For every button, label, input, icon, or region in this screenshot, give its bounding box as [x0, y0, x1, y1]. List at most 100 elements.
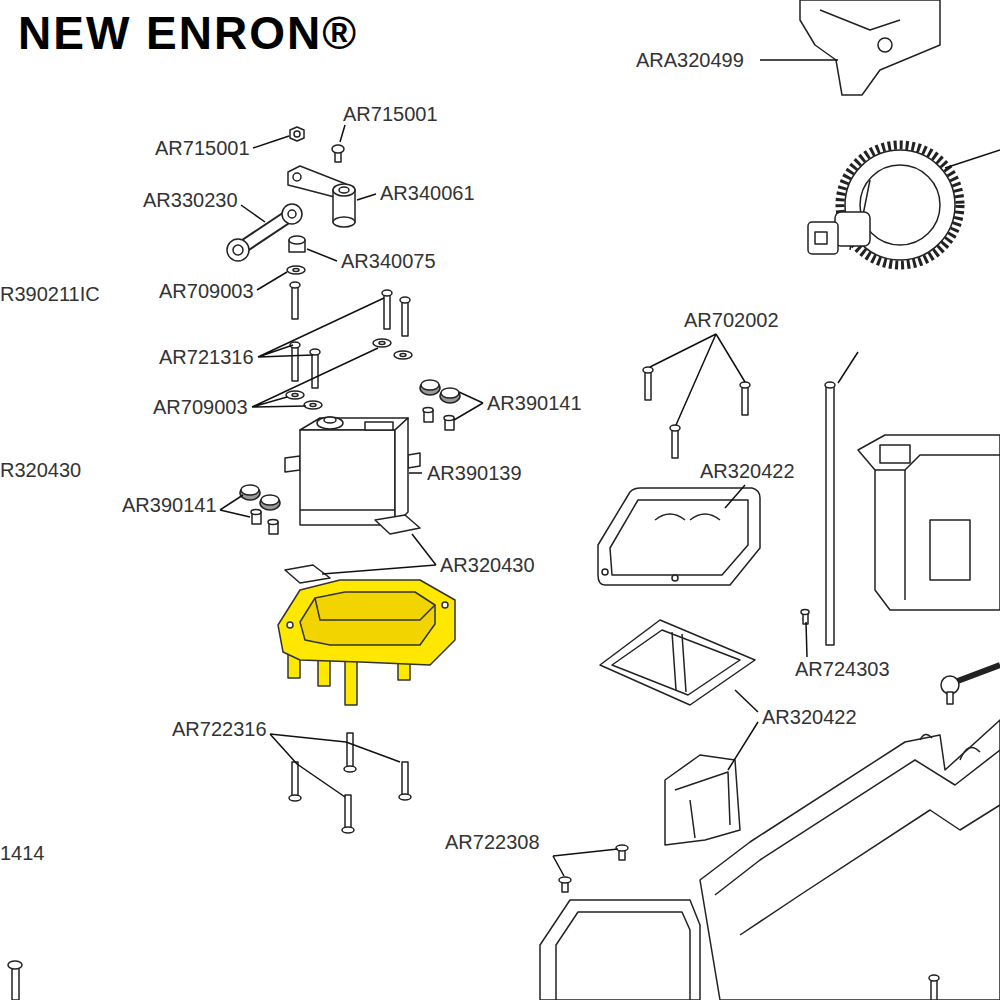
mount-screws-shape — [347, 733, 353, 769]
mount-screws-shape — [402, 762, 408, 797]
rubber-grommets-shape — [241, 485, 259, 495]
servo-screws-shape — [310, 404, 316, 407]
servo-screws-shape — [402, 300, 408, 336]
leader-lines-shape — [340, 125, 345, 142]
leader-lines-shape — [220, 495, 250, 517]
bulkhead-shape — [820, 10, 900, 30]
leader-lines-shape — [553, 849, 618, 876]
servo-screws-shape — [292, 285, 298, 319]
servo-screws-shape — [310, 349, 320, 355]
servo-horn-parts-shape — [290, 127, 304, 141]
servo-horn-parts-shape — [333, 217, 355, 227]
electronics-box-shape — [556, 912, 690, 1000]
receiver-box-shape — [672, 632, 686, 692]
part-number: R320430 — [0, 458, 81, 482]
battery-holder-shape — [880, 445, 910, 463]
receiver-box-shape — [675, 772, 730, 838]
leader-lines-shape — [409, 472, 422, 474]
part-number: AR340061 — [380, 181, 475, 205]
servo-shape — [408, 453, 420, 468]
servo-screws-shape — [382, 290, 392, 296]
battery-holder-shape — [858, 435, 1000, 610]
servo-shape — [365, 422, 393, 430]
servo-horn-parts-shape — [333, 184, 355, 196]
mount-screws-shape — [289, 795, 301, 801]
electronics-box — [540, 845, 700, 1000]
receiver-box-shape — [670, 425, 680, 431]
brand-logo: NEW ENRON® — [18, 8, 358, 58]
servo-mount-shape — [442, 602, 448, 608]
receiver-box-shape — [600, 620, 755, 705]
electronics-box-shape — [559, 877, 571, 883]
servo-shape — [300, 418, 408, 430]
servo-screws-shape — [394, 351, 412, 359]
servo-screws-shape — [292, 394, 298, 397]
servo-screws — [286, 282, 412, 409]
ball-link-shape — [955, 665, 1000, 682]
edge-screw-shape — [8, 961, 22, 969]
servo-mount-shape — [278, 580, 455, 665]
antenna-tube-shape — [826, 385, 834, 645]
antenna-tube — [801, 382, 835, 645]
receiver-box-shape — [643, 367, 653, 373]
servo-mount-shape — [315, 598, 435, 620]
leader-lines-shape — [650, 334, 745, 425]
servo-screws-shape — [384, 293, 390, 329]
differential-gear-shape — [815, 232, 827, 244]
battery-holder — [858, 435, 1000, 610]
part-number: 1414 — [0, 841, 45, 865]
part-number: R390211IC — [0, 282, 100, 306]
rubber-grommets — [240, 380, 460, 534]
servo — [285, 417, 420, 525]
receiver-box-shape — [742, 385, 748, 415]
part-number: AR724303 — [795, 657, 890, 681]
leader-lines-shape — [241, 205, 265, 222]
differential-gear-shape — [840, 145, 960, 265]
servo-screws-shape — [312, 352, 318, 388]
leader-lines-shape — [357, 194, 376, 200]
servo-screws-shape — [292, 345, 298, 381]
servo-shims-shape — [375, 515, 420, 534]
receiver-box-shape — [602, 569, 608, 575]
servo-horn-parts-shape — [332, 145, 344, 153]
chassis-shape — [929, 975, 939, 981]
leader-lines-shape — [728, 690, 758, 770]
part-number: AR722316 — [172, 717, 267, 741]
servo-horn-parts-shape — [294, 131, 300, 137]
part-number: AR715001 — [343, 102, 438, 126]
bulkhead-shape — [800, 0, 940, 95]
servo-horn-parts-shape — [293, 269, 299, 272]
receiver-box-shape — [655, 514, 720, 520]
leader-lines-shape — [945, 150, 1000, 168]
electronics-box-shape — [616, 845, 628, 851]
part-number: AR722308 — [445, 830, 540, 854]
chassis-shape — [700, 720, 1000, 1000]
rubber-grommets-shape — [421, 380, 439, 390]
mount-screws-shape — [345, 795, 351, 830]
battery-holder-shape — [930, 520, 970, 580]
servo-shape — [300, 430, 395, 525]
leader-lines-shape — [258, 298, 384, 357]
servo-screws-shape — [373, 339, 391, 347]
part-number: AR709003 — [153, 395, 248, 419]
battery-holder-shape — [904, 470, 906, 600]
receiver-box-shape — [740, 382, 750, 388]
servo-screws-shape — [304, 401, 322, 409]
part-number: AR390141 — [487, 391, 582, 415]
receiver-box-shape — [645, 370, 651, 400]
mount-screws-shape — [342, 827, 354, 833]
rubber-grommets-shape — [444, 416, 454, 421]
leader-lines-shape — [252, 348, 378, 407]
part-number: AR320430 — [440, 553, 535, 577]
ball-link-shape — [947, 692, 953, 704]
servo-screws-shape — [286, 391, 304, 399]
leader-lines-shape — [806, 622, 807, 657]
leader-lines-shape — [322, 534, 436, 574]
mount-screws — [289, 733, 411, 833]
leader-lines-shape — [257, 272, 287, 290]
servo-shape — [317, 417, 343, 429]
edge-screw — [8, 961, 22, 1000]
servo-shape — [324, 417, 336, 423]
ball-link — [941, 665, 1000, 704]
